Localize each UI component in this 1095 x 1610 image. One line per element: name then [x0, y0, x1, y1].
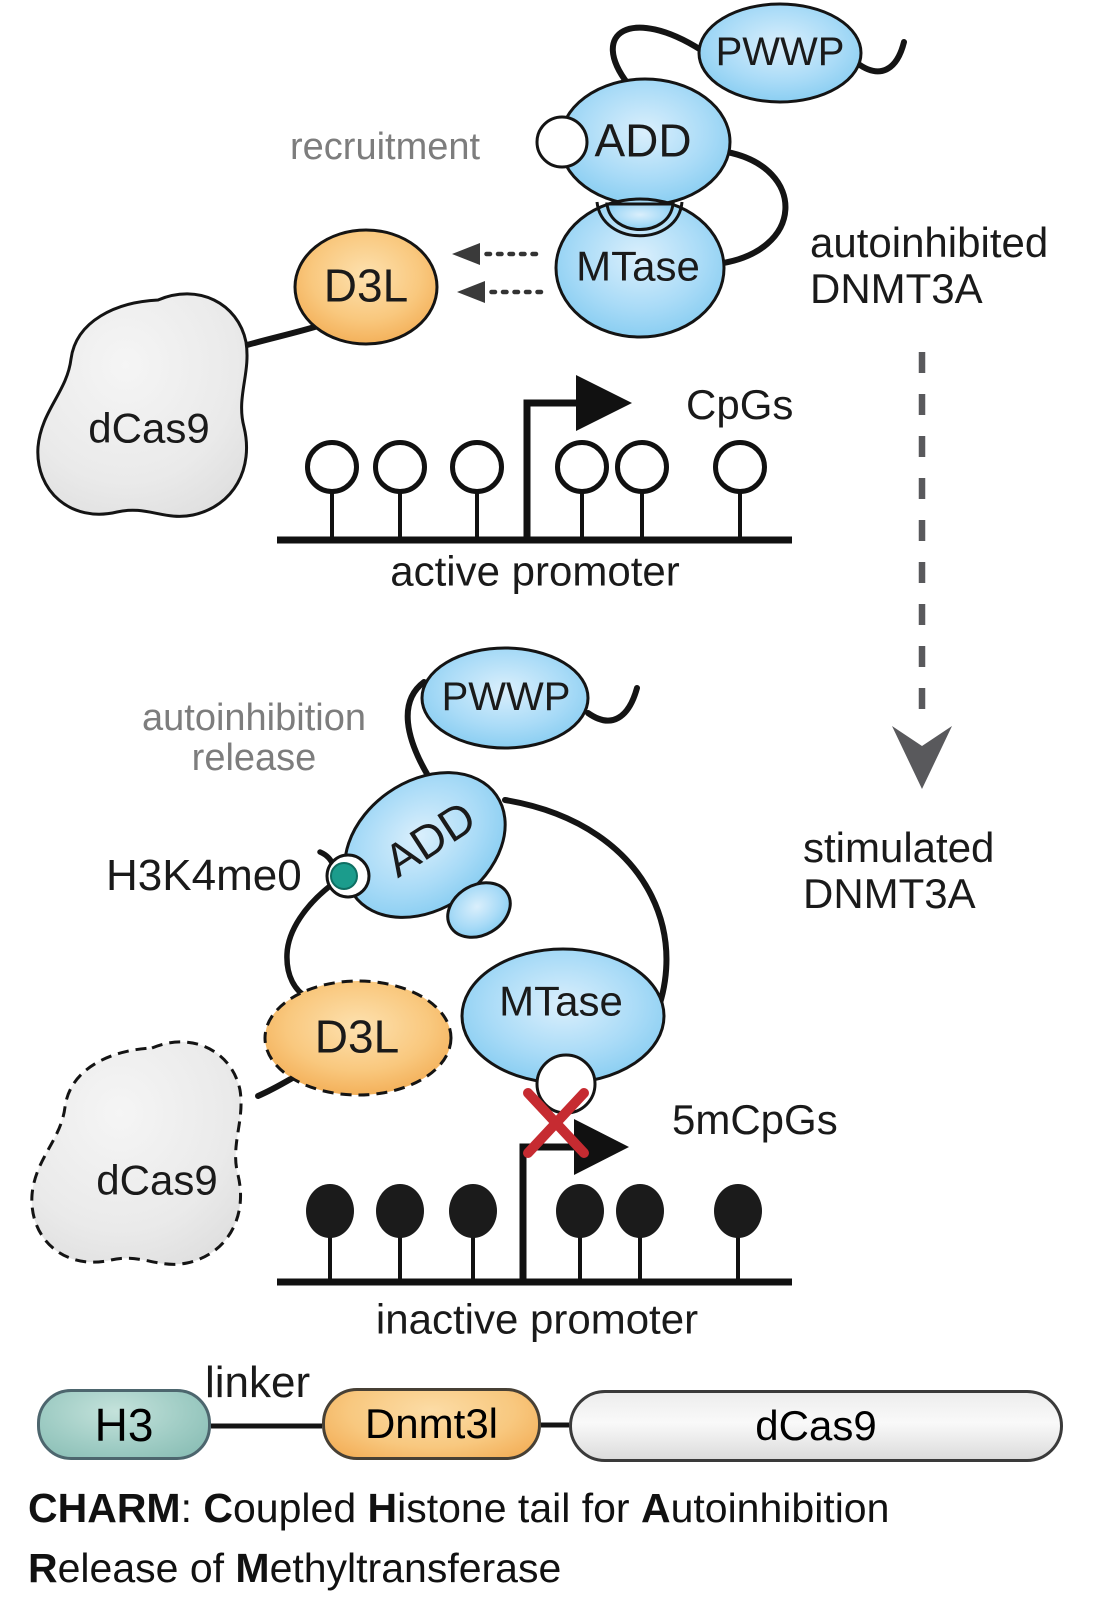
state-stimulated-line1: stimulated: [803, 824, 995, 871]
construct-linkers: [211, 1422, 569, 1429]
d3l-domain: [293, 228, 439, 346]
autoinhibition-release-line1: autoinhibition: [142, 697, 366, 739]
h3-construct-box: H3: [37, 1389, 211, 1460]
dcas9-d3l-connector: [255, 1073, 299, 1099]
recruitment-label: recruitment: [290, 126, 481, 168]
h3-construct-label: H3: [94, 1398, 154, 1451]
mtase-label-top: MTase: [576, 242, 700, 290]
mtase-label-middle: MTase: [499, 977, 623, 1025]
inactive-promoter-dna: [277, 1088, 792, 1286]
unmethylated-cpg-lollipops: [305, 440, 767, 494]
targeting-module-top: [36, 228, 439, 518]
5mcpgs-label: 5mCpGs: [672, 1096, 838, 1143]
state-autoinhibited-line2: DNMT3A: [810, 265, 983, 312]
h3-tail-curve: [284, 883, 333, 1001]
dcas9-construct-label: dCas9: [755, 1402, 877, 1449]
d3l-label-top: D3L: [323, 259, 409, 312]
repression-x-icon: [523, 1088, 589, 1158]
dcas9-d3l-connector: [244, 323, 321, 348]
targeting-module-middle: [30, 979, 453, 1266]
dnmt3a-autoinhibited-shape: [535, 2, 907, 339]
tss-arrowhead: [576, 375, 632, 431]
inactive-promoter-label: inactive promoter: [375, 1295, 699, 1343]
add-label-top: ADD: [594, 114, 692, 167]
linker-label: linker: [205, 1358, 311, 1407]
linker-curve: [609, 24, 704, 87]
tail-squiggle: [585, 685, 640, 724]
transition-arrow: [892, 352, 952, 789]
tss-arrow: [523, 399, 578, 540]
dcas9-construct-box: dCas9: [569, 1390, 1063, 1462]
linker-loop: [714, 149, 789, 267]
pwwp-label-top: PWWP: [715, 29, 845, 74]
tss-arrowhead: [574, 1119, 629, 1175]
add-bump: [605, 202, 675, 231]
transition-arrowhead: [892, 726, 952, 789]
mtase-notch-arc: [595, 201, 684, 238]
dcas9-label-top: dCas9: [88, 404, 210, 452]
mtase-active-site: [535, 1053, 597, 1115]
cpgs-label: CpGs: [686, 381, 794, 428]
linker-curve: [404, 679, 440, 793]
add-histone-pocket: [535, 115, 589, 169]
pwwp-domain: [697, 2, 863, 104]
recruitment-arrows: [452, 243, 544, 303]
methylated-cpg-lollipops: [306, 1184, 762, 1238]
d3l-domain: [263, 979, 453, 1097]
autoinhibition-release-label: autoinhibition release: [140, 698, 368, 779]
dnmt3l-construct-box: Dnmt3l: [322, 1388, 541, 1460]
autoinhibition-release-line2: release: [191, 737, 317, 780]
active-promoter-dna: [277, 375, 792, 544]
mtase-domain: [554, 197, 726, 339]
h3k4me0-mark-dot: [330, 862, 358, 890]
d3l-label-middle: D3L: [314, 1010, 400, 1063]
pwwp-label-middle: PWWP: [441, 674, 571, 719]
dnmt3l-construct-label: Dnmt3l: [364, 1400, 499, 1447]
tss-arrow: [519, 1143, 574, 1282]
pwwp-domain: [420, 646, 590, 750]
state-stimulated-line2: DNMT3A: [803, 870, 976, 917]
charm-acronym-caption: CHARM: Coupled Histone tail for Autoinhi…: [28, 1485, 890, 1591]
active-promoter-label: active promoter: [390, 547, 680, 595]
dnmt3a-stimulated-shape: [284, 646, 670, 1115]
state-autoinhibited-line1: autoinhibited: [810, 219, 1049, 266]
h3k4me0-label: H3K4me0: [106, 851, 302, 900]
dcas9-label-middle: dCas9: [96, 1156, 218, 1204]
dcas9-blob: [30, 1040, 243, 1266]
tail-squiggle: [854, 39, 907, 75]
add-bump: [446, 881, 512, 939]
